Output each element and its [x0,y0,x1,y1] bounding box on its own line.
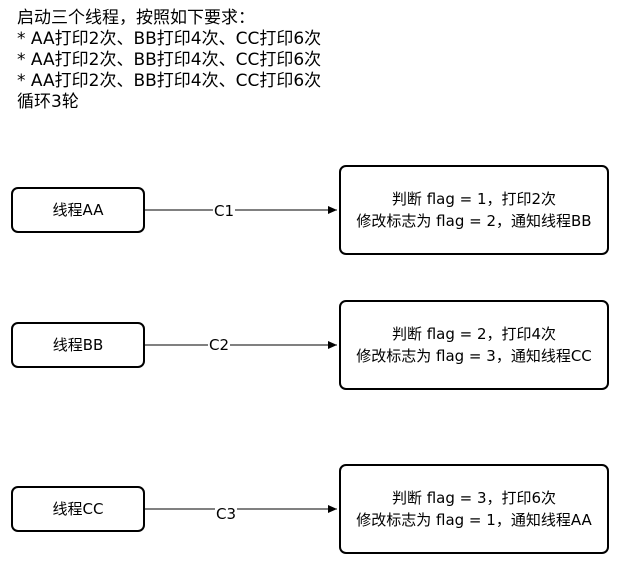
action-bb-line1: 判断 flag = 2，打印4次 [391,325,557,343]
thread-aa-node[interactable]: 线程AA [11,187,145,233]
thread-cc-label: 线程CC [52,500,104,518]
edge-label-c3: C3 [214,505,238,523]
requirements-line: * AA打印2次、BB打印4次、CC打印6次 [17,71,322,91]
action-aa-line2: 修改标志为 flag = 2，通知线程BB [356,212,592,230]
thread-cc-node[interactable]: 线程CC [11,486,145,532]
thread-bb-node[interactable]: 线程BB [11,322,145,368]
action-bb-line2: 修改标志为 flag = 3，通知线程CC [356,347,592,365]
thread-bb-label: 线程BB [52,336,104,354]
action-bb-node[interactable]: 判断 flag = 2，打印4次 修改标志为 flag = 3，通知线程CC [339,300,609,390]
edge-label-c1: C1 [212,202,236,220]
requirements-line: * AA打印2次、BB打印4次、CC打印6次 [17,29,322,49]
action-cc-line2: 修改标志为 flag = 1，通知线程AA [356,511,592,529]
requirements-line: * AA打印2次、BB打印4次、CC打印6次 [17,50,322,70]
action-aa-node[interactable]: 判断 flag = 1，打印2次 修改标志为 flag = 2，通知线程BB [339,165,609,255]
thread-aa-label: 线程AA [52,201,104,219]
requirements-line: 启动三个线程，按照如下要求： [17,8,255,28]
requirements-text: 启动三个线程，按照如下要求： * AA打印2次、BB打印4次、CC打印6次 * … [17,8,321,113]
action-cc-line1: 判断 flag = 3，打印6次 [391,489,557,507]
requirements-line: 循环3轮 [17,92,79,112]
action-cc-node[interactable]: 判断 flag = 3，打印6次 修改标志为 flag = 1，通知线程AA [339,464,609,554]
edge-label-c2: C2 [207,336,231,354]
action-aa-line1: 判断 flag = 1，打印2次 [391,190,557,208]
